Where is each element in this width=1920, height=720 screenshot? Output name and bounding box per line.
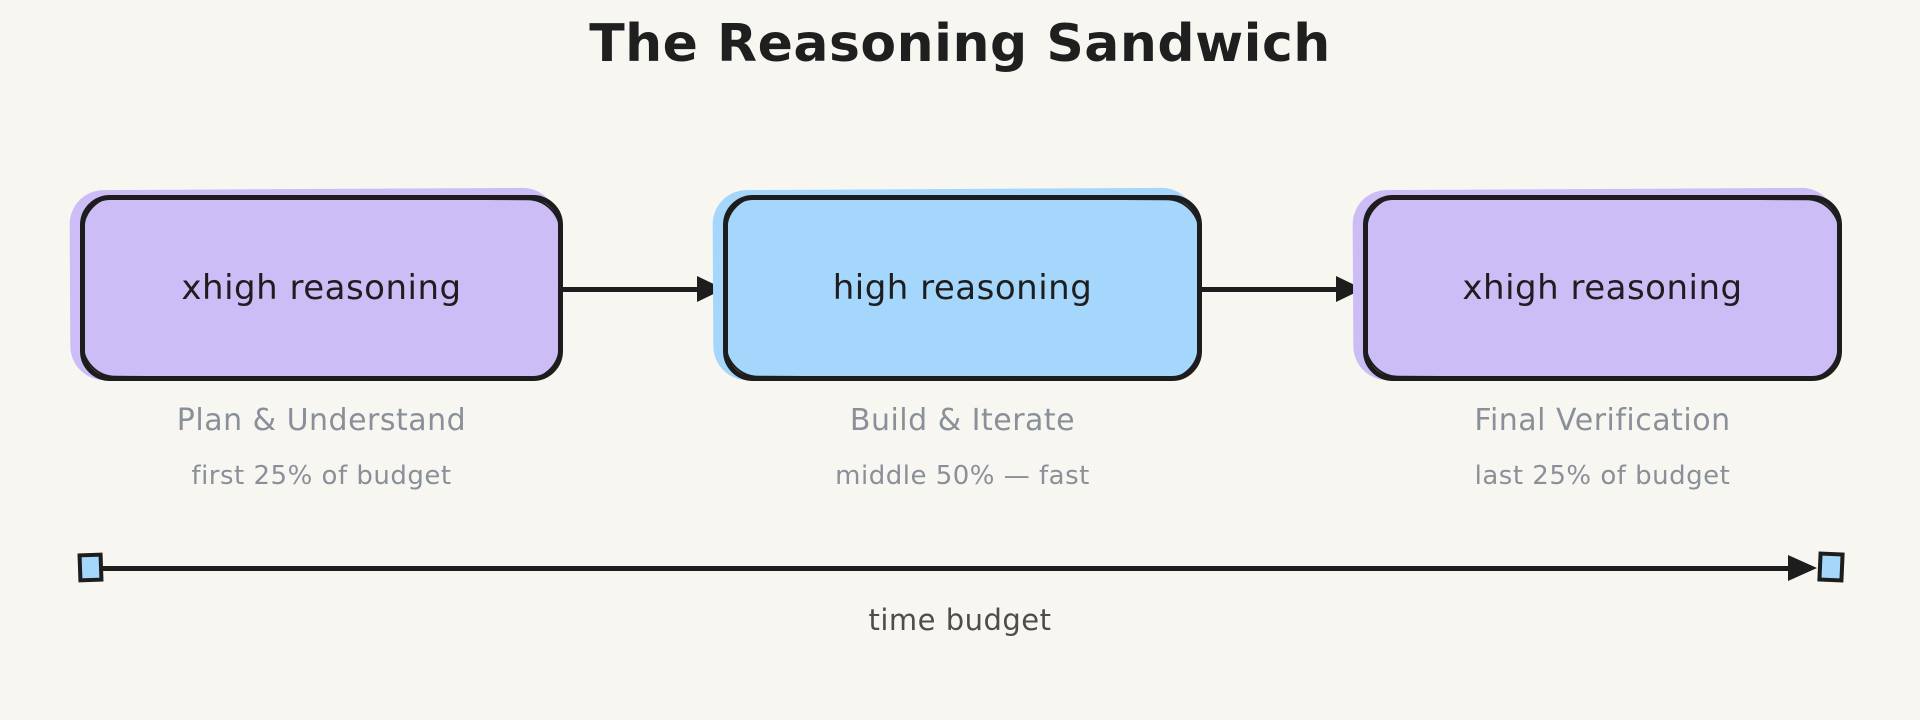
timeline-axis xyxy=(100,555,1817,581)
stage-subcaption: middle 50% — fast xyxy=(835,461,1090,491)
stage-subcaption: last 25% of budget xyxy=(1474,461,1731,491)
box-body: high reasoning xyxy=(723,195,1202,381)
box-label: xhigh reasoning xyxy=(1462,268,1743,308)
stage-plan: xhigh reasoning Plan & Understand first … xyxy=(69,187,563,505)
stage-caption: Plan & Understand xyxy=(176,403,467,438)
timeline-arrowhead-icon xyxy=(1788,555,1817,581)
stage-verify: xhigh reasoning Final Verification last … xyxy=(1352,187,1842,505)
stage-caption: Build & Iterate xyxy=(849,403,1076,438)
stage-caption: Final Verification xyxy=(1474,403,1731,438)
reasoning-box-verify: xhigh reasoning xyxy=(1352,187,1842,381)
reasoning-box-build: high reasoning xyxy=(712,187,1202,381)
box-body: xhigh reasoning xyxy=(1363,195,1842,381)
stage-build: high reasoning Build & Iterate middle 50… xyxy=(712,187,1202,505)
arrow-connector-1 xyxy=(563,276,724,302)
box-label: xhigh reasoning xyxy=(181,268,462,308)
diagram-title: The Reasoning Sandwich xyxy=(589,14,1331,74)
stage-subcaption: first 25% of budget xyxy=(191,461,452,491)
arrow-connector-2 xyxy=(1202,276,1363,302)
box-body: xhigh reasoning xyxy=(80,195,563,381)
timeline-label: time budget xyxy=(868,603,1052,637)
reasoning-box-plan: xhigh reasoning xyxy=(69,187,563,381)
box-label: high reasoning xyxy=(832,268,1093,308)
timeline-end-marker xyxy=(1817,551,1845,583)
